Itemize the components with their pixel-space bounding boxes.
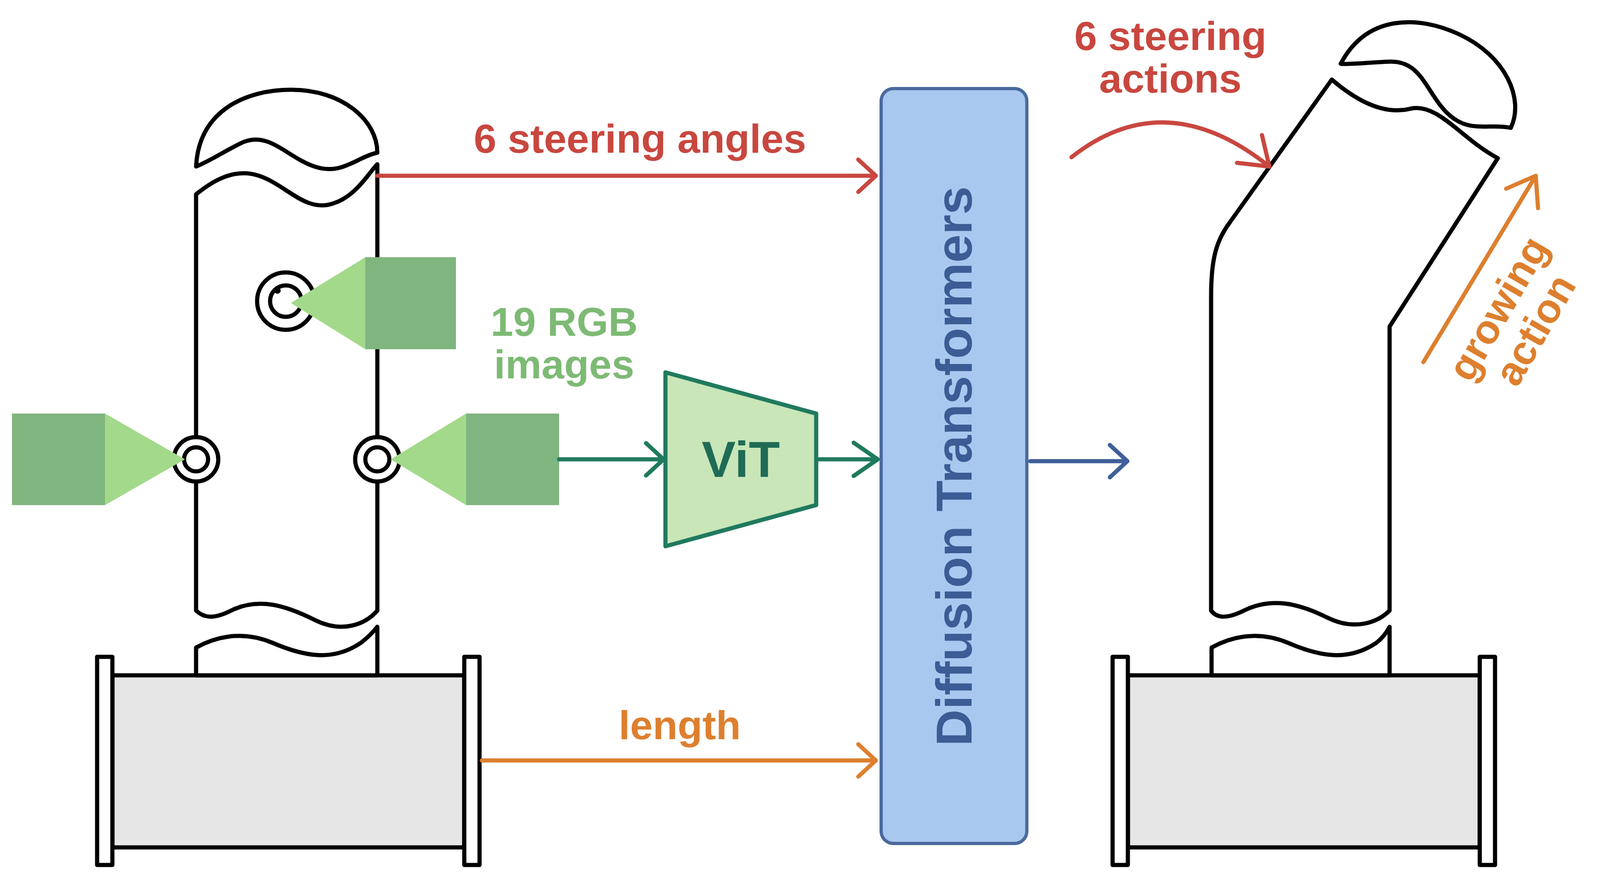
robot-tip <box>1339 0 1538 143</box>
length-arrow <box>481 744 876 777</box>
flange <box>1112 656 1128 865</box>
camera-view <box>290 257 366 350</box>
encoder-trapezoid: ViT <box>665 372 817 547</box>
robot-tip <box>196 89 378 170</box>
left-robot <box>97 89 480 865</box>
flange <box>1479 656 1496 865</box>
input-label: length <box>618 703 741 747</box>
angles-arrow <box>377 159 876 192</box>
camera-lens <box>365 447 390 472</box>
output-label: growing action <box>1433 217 1600 421</box>
cameras <box>12 257 560 505</box>
connector-arrow <box>817 442 878 476</box>
flange <box>97 656 113 865</box>
model-box: Diffusion Transformers <box>879 86 1029 845</box>
camera-view <box>104 413 185 505</box>
arrows <box>377 122 1539 777</box>
trapezoid-shape <box>665 372 817 547</box>
camera-body <box>466 413 560 505</box>
robot-body <box>196 164 378 627</box>
input-label: 6 steering angles <box>473 117 807 160</box>
output-arrow <box>1030 444 1128 478</box>
flange <box>464 656 480 865</box>
right-robot <box>1112 0 1538 865</box>
steering-arrow <box>1071 122 1270 167</box>
camera-lens <box>184 447 209 472</box>
connector-line <box>817 442 878 476</box>
camera-dot <box>274 287 281 294</box>
base-chamber <box>1127 675 1480 848</box>
camera-body <box>12 413 105 505</box>
output-label: 6 steering actions <box>1054 14 1287 101</box>
base-chamber <box>112 675 465 848</box>
node-text: Diffusion Transformers <box>928 185 980 746</box>
camera-body <box>365 257 456 350</box>
neck <box>1211 626 1390 676</box>
images-arrow <box>559 443 664 476</box>
node-text: ViT <box>701 433 780 485</box>
input-label: 19 RGB images <box>476 300 653 387</box>
neck <box>196 626 378 676</box>
camera-view <box>390 413 467 505</box>
